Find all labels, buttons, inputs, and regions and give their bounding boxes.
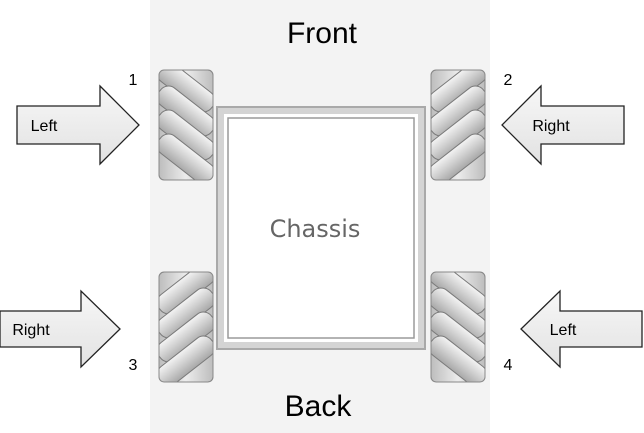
wheel-1: [158, 69, 214, 181]
back-label: Back: [285, 390, 353, 423]
wheel-number-4: 4: [504, 357, 513, 374]
arrow-left-wheel-1: Left: [16, 84, 140, 166]
front-label: Front: [287, 17, 358, 50]
arrow-right-wheel-2: Right: [501, 84, 625, 166]
wheel-2: [430, 69, 486, 181]
arrow-label-4: Left: [550, 322, 577, 339]
arrow-left-wheel-4: Left: [520, 289, 643, 369]
wheel-number-3: 3: [129, 357, 138, 374]
wheel-number-1: 1: [129, 72, 138, 89]
arrow-label-2: Right: [532, 118, 570, 135]
chassis: Chassis: [216, 106, 426, 350]
chassis-label: Chassis: [270, 215, 361, 243]
wheel-3: [158, 271, 214, 383]
arrow-label-3: Right: [12, 322, 50, 339]
wheel-number-2: 2: [504, 72, 513, 89]
arrow-label-1: Left: [31, 118, 58, 135]
arrow-right-wheel-3: Right: [0, 289, 121, 369]
wheel-4: [430, 271, 486, 383]
